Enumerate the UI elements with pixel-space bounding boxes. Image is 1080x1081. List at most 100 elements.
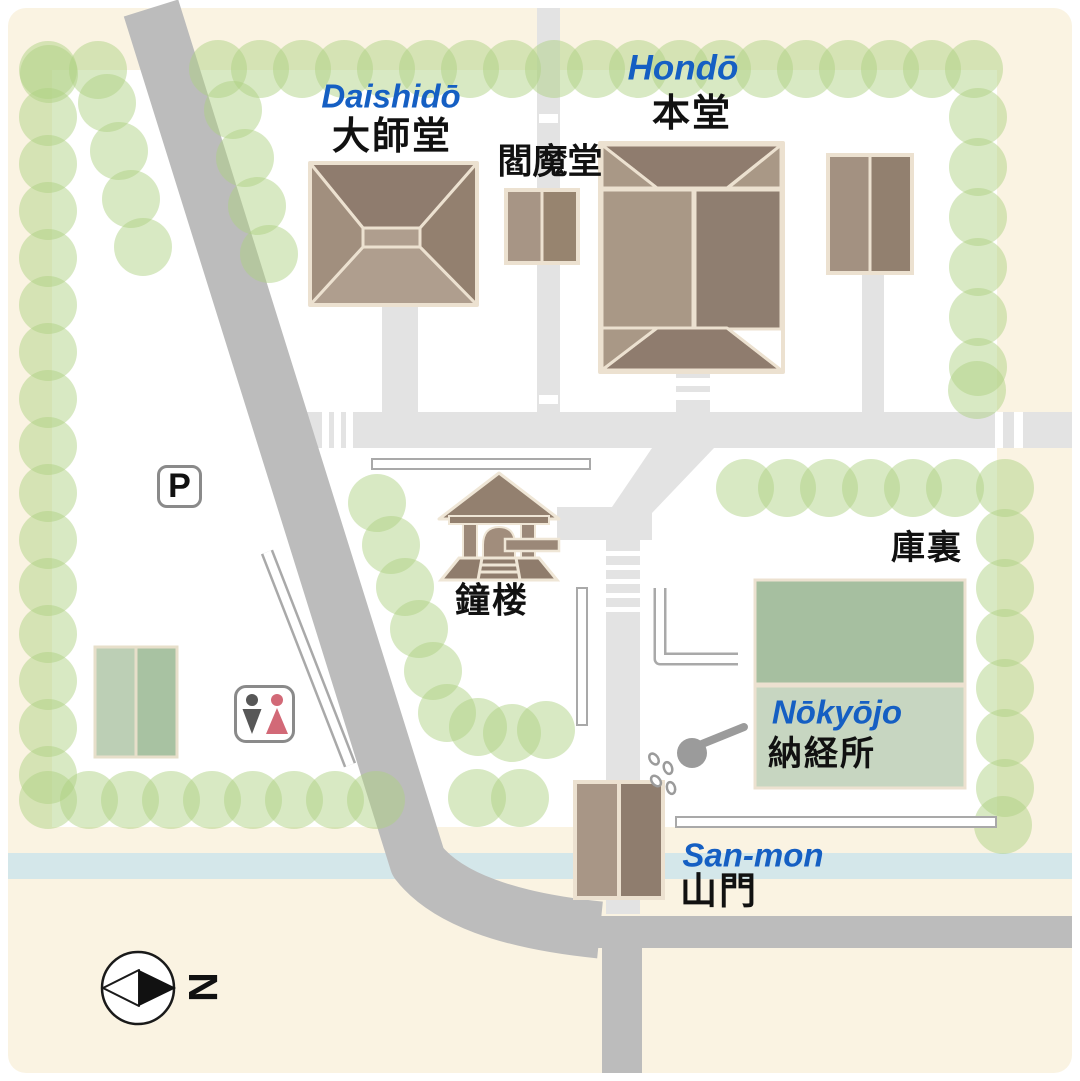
tree-icon bbox=[224, 771, 282, 829]
label-hondo-kanji: 本堂 bbox=[651, 93, 733, 135]
tree-icon bbox=[102, 170, 160, 228]
tree-icon bbox=[976, 509, 1034, 567]
tree-icon bbox=[78, 74, 136, 132]
tree-icon bbox=[390, 600, 448, 658]
tree-icon bbox=[19, 135, 77, 193]
label-hondo-romaji: Hondō bbox=[627, 48, 739, 88]
tree-icon bbox=[949, 288, 1007, 346]
tree-icon bbox=[240, 225, 298, 283]
tree-icon bbox=[404, 642, 462, 700]
tree-icon bbox=[903, 40, 961, 98]
wall-diagonal-fence bbox=[260, 549, 357, 768]
label-daishido-kanji: 大師堂 bbox=[331, 116, 453, 158]
tree-icon bbox=[19, 746, 77, 804]
tree-icon bbox=[376, 558, 434, 616]
tree-icon bbox=[114, 218, 172, 276]
path-east-stub bbox=[862, 273, 884, 414]
building-sanmon bbox=[573, 780, 665, 900]
tree-icon bbox=[362, 516, 420, 574]
parking-badge: P bbox=[157, 465, 202, 508]
tree-icon bbox=[926, 459, 984, 517]
tree-icon bbox=[976, 459, 1034, 517]
building-east-hall bbox=[826, 153, 914, 275]
tree-icon bbox=[483, 40, 541, 98]
tree-icon bbox=[976, 659, 1034, 717]
tree-icon bbox=[976, 559, 1034, 617]
path-markings bbox=[322, 114, 1023, 612]
building-green-side bbox=[93, 645, 179, 759]
bell-tower-icon bbox=[437, 471, 561, 582]
water-drops-icon bbox=[647, 752, 677, 796]
tree-icon bbox=[348, 474, 406, 532]
tree-icon bbox=[945, 40, 1003, 98]
tree-icon bbox=[491, 769, 549, 827]
road-diagonal bbox=[123, 0, 603, 959]
tree-icon bbox=[861, 40, 919, 98]
tree-icon bbox=[19, 229, 77, 287]
tree-icon bbox=[716, 459, 774, 517]
tree-icon bbox=[315, 40, 373, 98]
tree-icon bbox=[19, 699, 77, 757]
compass-north-label: N bbox=[180, 972, 227, 1002]
wall-nokyojo-bottom bbox=[675, 816, 997, 828]
parking-icon: P bbox=[168, 467, 191, 505]
building-daishido bbox=[308, 161, 479, 307]
building-kuri-nokyojo bbox=[753, 578, 967, 790]
tree-icon bbox=[758, 459, 816, 517]
tree-icon bbox=[101, 771, 159, 829]
tree-icon bbox=[142, 771, 200, 829]
tree-icon bbox=[517, 701, 575, 759]
male-icon bbox=[242, 694, 262, 734]
tree-icon bbox=[974, 796, 1032, 854]
path-branch-diagonal bbox=[557, 448, 714, 540]
tree-icon bbox=[949, 338, 1007, 396]
tree-icon bbox=[448, 769, 506, 827]
tree-icon bbox=[357, 40, 415, 98]
tree-icon bbox=[69, 41, 127, 99]
tree-icon bbox=[228, 177, 286, 235]
tree-icon bbox=[19, 511, 77, 569]
walls bbox=[260, 458, 997, 828]
tree-icon bbox=[949, 238, 1007, 296]
female-icon bbox=[266, 694, 288, 734]
path-daishido-stub bbox=[382, 305, 418, 415]
wall-L-shape bbox=[653, 588, 738, 666]
tree-icon bbox=[884, 459, 942, 517]
tree-icon bbox=[189, 40, 247, 98]
tree-icon bbox=[777, 40, 835, 98]
tree-icon bbox=[231, 40, 289, 98]
tree-icon bbox=[19, 771, 77, 829]
tree-icon bbox=[819, 40, 877, 98]
tree-icon bbox=[19, 370, 77, 428]
tree-icon bbox=[20, 45, 78, 103]
wall-vertical-center bbox=[576, 587, 588, 726]
tree-icon bbox=[949, 88, 1007, 146]
ladle-icon bbox=[647, 723, 748, 796]
label-sanmon-romaji: San-mon bbox=[682, 836, 824, 874]
label-sanmon-kanji: 山門 bbox=[680, 870, 758, 912]
tree-icon bbox=[19, 182, 77, 240]
label-enmado-kanji: 閻魔堂 bbox=[497, 142, 603, 182]
toilet-badge bbox=[234, 685, 295, 743]
roads bbox=[123, 0, 1072, 1073]
tree-icon bbox=[183, 771, 241, 829]
path-main-horizontal bbox=[300, 412, 1072, 448]
label-kuri-kanji: 庫裏 bbox=[891, 529, 963, 567]
tree-icon bbox=[216, 129, 274, 187]
tree-icon bbox=[418, 684, 476, 742]
tree-icon bbox=[19, 464, 77, 522]
tree-icon bbox=[19, 605, 77, 663]
label-nokyojo-kanji: 納経所 bbox=[768, 735, 876, 773]
tree-icon bbox=[693, 40, 751, 98]
tree-icon bbox=[842, 459, 900, 517]
tree-icon bbox=[273, 40, 331, 98]
tree-icon bbox=[609, 40, 667, 98]
tree-icon bbox=[90, 122, 148, 180]
building-hondo bbox=[598, 141, 785, 374]
tree-icon bbox=[949, 188, 1007, 246]
tree-icon bbox=[525, 40, 583, 98]
tree-icon bbox=[735, 40, 793, 98]
tree-icon bbox=[949, 138, 1007, 196]
tree-icon bbox=[651, 40, 709, 98]
